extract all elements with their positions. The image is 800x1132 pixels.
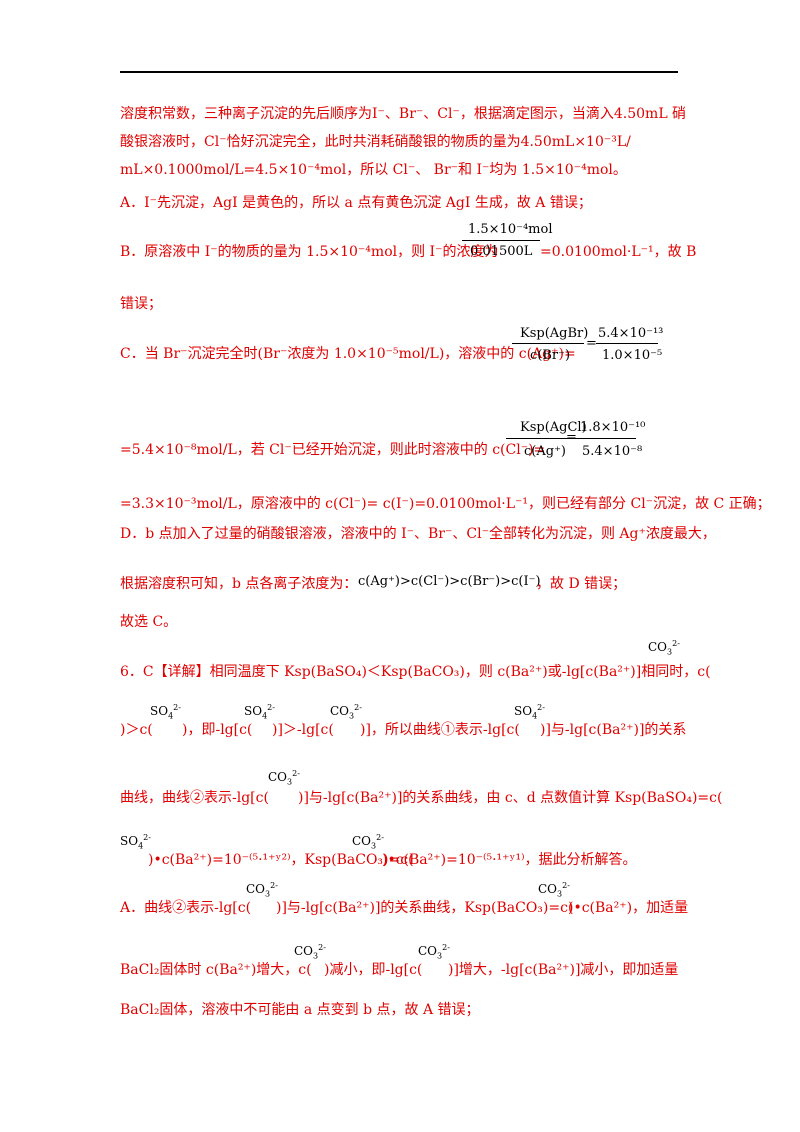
fraction-c2-denominator: c(Ag⁺) (524, 444, 566, 459)
fraction-c1-result-num: 5.4×10⁻¹³ (598, 326, 664, 341)
text-line-3: mL×0.1000mol/L=4.5×10⁻⁴mol，所以 Cl⁻、 Br⁻和 … (120, 162, 627, 178)
fraction-c2-result-den: 5.4×10⁻⁸ (582, 444, 643, 459)
fraction-b-numerator: 1.5×10⁻⁴mol (468, 222, 553, 237)
text-line-c2: =5.4×10⁻⁸mol/L，若 Cl⁻已经开始沉淀，则此时溶液中的 c(Cl⁻… (120, 442, 546, 458)
q6-line-3b: )]与-lg[c(Ba²⁺)]的关系曲线，由 c、d 点数值计算 Ksp(BaS… (298, 790, 723, 806)
chem-co3-5: CO32- (246, 881, 278, 899)
text-line-1: 溶度积常数，三种离子沉淀的先后顺序为I⁻、Br⁻、Cl⁻，根据滴定图示，当滴入4… (120, 106, 687, 122)
text-line-d2: 根据溶度积可知，b 点各离子浓度为： (120, 576, 358, 592)
chem-co3-8: CO32- (418, 943, 450, 961)
q6-line-1: 6．C【详解】相同温度下 Ksp(BaSO₄)＜Ksp(BaCO₃)，则 c(B… (120, 664, 711, 680)
q6-option-a-1b: )]与-lg[c(Ba²⁺)]的关系曲线，Ksp(BaCO₃)=c( (276, 900, 574, 916)
chem-co3-3: CO32- (268, 769, 300, 787)
option-a: A．I⁻先沉淀，AgI 是黄色的，所以 a 点有黄色沉淀 AgI 生成，故 A … (120, 195, 592, 211)
chem-so4-3: SO42- (514, 703, 545, 721)
fraction-c2-numerator: Ksp(AgCl) (520, 420, 587, 435)
q6-option-a-2c: )]增大，-lg[c(Ba²⁺)]减小，即加适量 (448, 962, 679, 978)
chem-so4-4: SO42- (120, 833, 151, 851)
q6-option-a-2a: BaCl₂固体时 c(Ba²⁺)增大，c( (120, 962, 312, 978)
q6-line-2c: )]＞-lg[c( (272, 722, 334, 738)
chem-co3-1: CO32- (648, 639, 680, 657)
fraction-c1-result-den: 1.0×10⁻⁵ (602, 348, 663, 363)
fraction-c1-denominator: c(Br⁻) (530, 348, 571, 363)
fraction-c2-result-num: 1.8×10⁻¹⁰ (580, 420, 646, 435)
q6-option-a-1c: )•c(Ba²⁺)，加适量 (568, 900, 689, 916)
fraction-c1-numerator: Ksp(AgBr) (520, 326, 589, 341)
chem-co3-7: CO32- (294, 943, 326, 961)
fraction-b-bar (462, 240, 540, 241)
option-d: D．b 点加入了过量的硝酸银溶液，溶液中的 I⁻、Br⁻、Cl⁻全部转化为沉淀，… (120, 526, 716, 542)
option-c: C．当 Br⁻沉淀完全时(Br⁻浓度为 1.0×10⁻⁵mol/L)，溶液中的 … (120, 346, 576, 362)
text-line-2: 酸银溶液时，Cl⁻恰好沉淀完全，此时共消耗硝酸银的物质的量为4.50mL×10⁻… (120, 134, 631, 150)
option-b: B．原溶液中 I⁻的物质的量为 1.5×10⁻⁴mol，则 I⁻的浓度为 (120, 244, 499, 260)
fraction-c2-equals: = (566, 430, 577, 445)
text-line-c3: =3.3×10⁻³mol/L，原溶液中的 c(Cl⁻)= c(I⁻)=0.010… (120, 496, 771, 512)
q6-option-a-2b: )减小，即-lg[c( (324, 962, 423, 978)
chem-so4-1: SO42- (150, 703, 181, 721)
option-b-end: 错误； (120, 296, 162, 312)
q6-option-a-1a: A．曲线②表示-lg[c( (120, 900, 252, 916)
text-line-d2-tail: ，故 D 错误； (536, 576, 627, 592)
q6-line-3a: 曲线，曲线②表示-lg[c( (120, 790, 269, 806)
q6-line-2e: )]与-lg[c(Ba²⁺)]的关系 (540, 722, 687, 738)
chem-co3-2: CO32- (330, 703, 362, 721)
fraction-c1-bar (512, 343, 584, 344)
q6-line-2a: )＞c( (120, 722, 153, 738)
fraction-c1-result-bar (596, 343, 658, 344)
option-b-tail: =0.0100mol·L⁻¹，故 B (540, 244, 697, 260)
chem-so4-2: SO42- (244, 703, 275, 721)
header-rule (120, 71, 678, 73)
fraction-c1-equals: = (586, 336, 597, 351)
q6-line-4a: )•c(Ba²⁺)=10⁻⁽⁵·¹⁺ʸ²⁾，Ksp(BaCO₃)=c( (148, 852, 414, 868)
fraction-c2-result-bar (576, 438, 636, 439)
q6-line-4b: )•c(Ba²⁺)=10⁻⁽⁵·¹⁺ʸ¹⁾，据此分析解答。 (382, 852, 637, 868)
fraction-b-denominator: 0.01500L (470, 244, 533, 259)
formula-d: c(Ag⁺)>c(Cl⁻)>c(Br⁻)>c(I⁻) (358, 574, 541, 589)
fraction-c2-bar (506, 438, 578, 439)
q6-line-2b: )，即-lg[c( (182, 722, 253, 738)
q6-option-a-3: BaCl₂固体，溶液中不可能由 a 点变到 b 点，故 A 错误； (120, 1002, 480, 1018)
chem-co3-4: CO32- (352, 833, 384, 851)
conclusion: 故选 C。 (120, 614, 178, 630)
chem-co3-6: CO32- (538, 881, 570, 899)
q6-line-2d: )]，所以曲线①表示-lg[c( (360, 722, 520, 738)
